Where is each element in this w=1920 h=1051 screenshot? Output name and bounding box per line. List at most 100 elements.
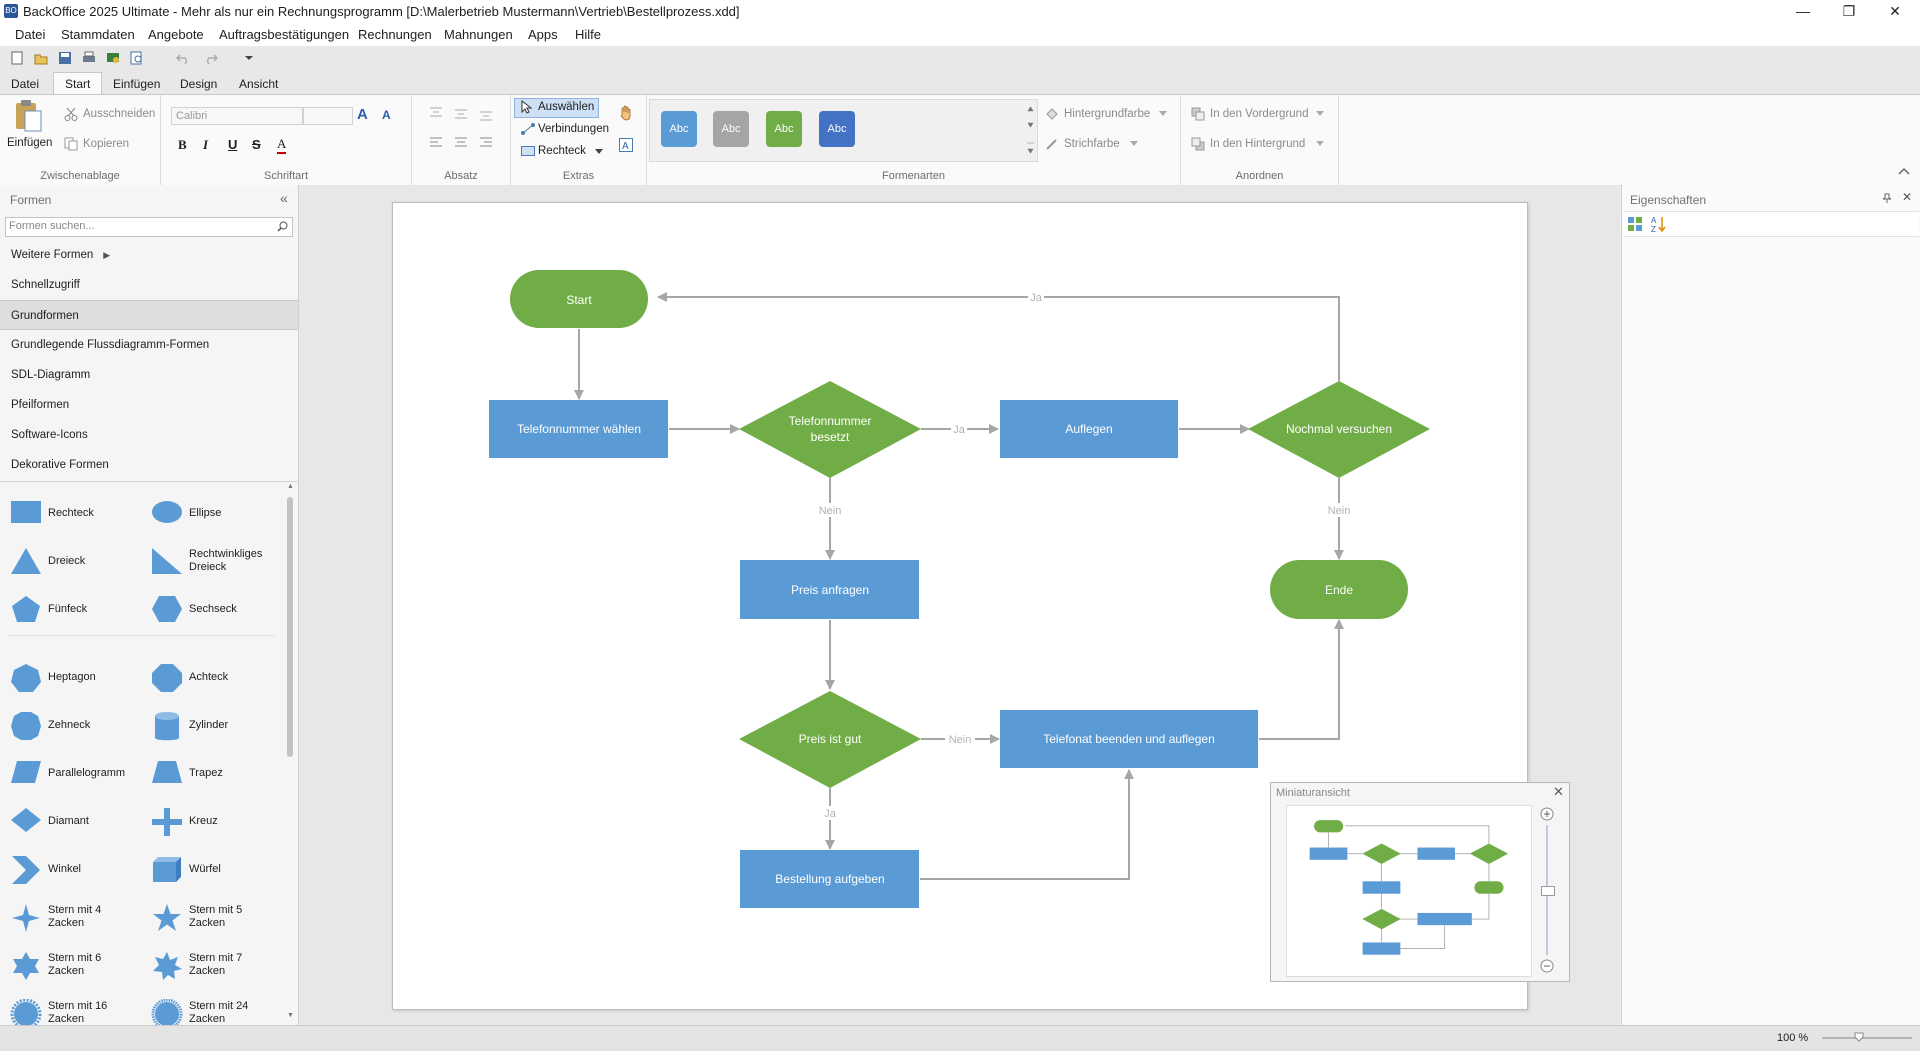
stroke-color-icon[interactable] bbox=[1045, 137, 1059, 151]
connector-retry-start[interactable] bbox=[657, 292, 1340, 381]
zoom-in-icon[interactable] bbox=[1540, 807, 1554, 821]
shape-zehneck[interactable]: Zehneck bbox=[0, 705, 140, 745]
rectangle-tool-icon[interactable] bbox=[521, 146, 535, 156]
back-dropdown-icon[interactable] bbox=[1316, 141, 1324, 147]
copy-button[interactable]: Kopieren bbox=[83, 138, 130, 150]
category-grundformen[interactable]: Grundformen bbox=[0, 300, 298, 330]
menu-apps[interactable]: Apps bbox=[528, 27, 558, 42]
stroke-dropdown-icon[interactable] bbox=[1130, 141, 1138, 147]
node-busy[interactable]: Telefonnummer besetzt bbox=[739, 381, 921, 478]
shape-diamant[interactable]: Diamant bbox=[0, 801, 140, 841]
menu-auftragsbestaetigungen[interactable]: Auftragsbestätigungen bbox=[219, 27, 350, 42]
rectangle-tool-button[interactable]: Rechteck bbox=[538, 145, 586, 157]
shape-stern-5[interactable]: Stern mit 5 Zacken bbox=[141, 897, 281, 937]
node-end[interactable]: Ende bbox=[1270, 560, 1408, 619]
pointer-icon[interactable] bbox=[521, 100, 533, 114]
category-dekorative-formen[interactable]: Dekorative Formen bbox=[11, 459, 109, 471]
undo-icon[interactable] bbox=[176, 51, 190, 65]
search-icon[interactable] bbox=[277, 221, 288, 232]
pin-icon[interactable] bbox=[1882, 193, 1892, 203]
menu-rechnungen[interactable]: Rechnungen bbox=[358, 27, 432, 42]
align-middle-icon[interactable] bbox=[455, 109, 467, 119]
cut-button[interactable]: Ausschneiden bbox=[83, 108, 156, 120]
customize-dropdown-icon[interactable] bbox=[242, 51, 256, 65]
bold-button[interactable]: B bbox=[178, 137, 187, 152]
sort-alphabetical-icon[interactable]: AZ bbox=[1651, 215, 1667, 233]
stroke-color-button[interactable]: Strichfarbe bbox=[1064, 138, 1120, 150]
italic-button[interactable]: I bbox=[203, 137, 209, 152]
fill-dropdown-icon[interactable] bbox=[1159, 111, 1167, 117]
category-sdl-diagramm[interactable]: SDL-Diagramm bbox=[11, 369, 91, 381]
node-endcall[interactable]: Telefonat beenden und auflegen bbox=[1000, 710, 1258, 768]
print-icon[interactable] bbox=[82, 51, 96, 65]
bring-to-front-button[interactable]: In den Vordergrund bbox=[1210, 108, 1309, 120]
align-bottom-icon[interactable] bbox=[480, 111, 492, 121]
node-hangup[interactable]: Auflegen bbox=[1000, 400, 1178, 458]
category-software-icons[interactable]: Software-Icons bbox=[11, 429, 88, 441]
node-retry[interactable]: Nochmal versuchen bbox=[1248, 381, 1430, 478]
grow-font-button[interactable]: A bbox=[357, 106, 368, 123]
zoom-slider-track[interactable] bbox=[1822, 1037, 1912, 1039]
send-to-back-button[interactable]: In den Hintergrund bbox=[1210, 138, 1306, 150]
category-pfeilformen[interactable]: Pfeilformen bbox=[11, 399, 70, 411]
shapes-scrollbar[interactable]: ▲ ▼ bbox=[285, 483, 295, 1019]
tab-design[interactable]: Design bbox=[180, 77, 218, 91]
style-swatch-darkblue[interactable]: Abc bbox=[819, 111, 855, 147]
paste-button[interactable]: Einfügen bbox=[7, 137, 53, 149]
align-center-icon[interactable] bbox=[455, 137, 467, 147]
close-window-button[interactable]: ✕ bbox=[1889, 3, 1901, 19]
scrollbar-thumb[interactable] bbox=[287, 497, 293, 757]
shape-stern-7[interactable]: Stern mit 7 Zacken bbox=[141, 945, 281, 985]
style-swatch-blue[interactable]: Abc bbox=[661, 111, 697, 147]
shape-rechtwinkliges-dreieck[interactable]: Rechtwinkliges Dreieck bbox=[141, 541, 281, 581]
node-good[interactable]: Preis ist gut bbox=[739, 691, 921, 788]
front-dropdown-icon[interactable] bbox=[1316, 111, 1324, 117]
diagram-page[interactable]: Ja Ja Nein Nein Nein Ja Start Telefonnum… bbox=[392, 202, 1528, 1010]
zoom-out-icon[interactable] bbox=[1540, 959, 1554, 973]
shape-sechseck[interactable]: Sechseck bbox=[141, 589, 281, 629]
connector-order-endcall[interactable] bbox=[920, 769, 1134, 880]
strikethrough-button[interactable]: S bbox=[252, 137, 261, 152]
open-folder-icon[interactable] bbox=[34, 51, 48, 65]
font-color-button[interactable]: A bbox=[277, 136, 287, 154]
pan-hand-icon[interactable] bbox=[619, 105, 633, 121]
zoom-slider-thumb[interactable] bbox=[1854, 1032, 1864, 1042]
shape-achteck[interactable]: Achteck bbox=[141, 657, 281, 697]
node-dial[interactable]: Telefonnummer wählen bbox=[489, 400, 668, 458]
restore-button[interactable]: ❐ bbox=[1842, 3, 1856, 19]
gallery-scroll-icon[interactable] bbox=[1025, 99, 1036, 160]
shape-parallelogramm[interactable]: Parallelogramm bbox=[0, 753, 140, 793]
new-document-icon[interactable] bbox=[10, 51, 24, 65]
tab-datei[interactable]: Datei bbox=[11, 77, 40, 91]
categorized-view-icon[interactable] bbox=[1627, 216, 1643, 232]
connections-tool-button[interactable]: Verbindungen bbox=[538, 123, 609, 135]
scroll-down-icon[interactable]: ▼ bbox=[287, 1012, 294, 1019]
shape-heptagon[interactable]: Heptagon bbox=[0, 657, 140, 697]
node-order[interactable]: Bestellung aufgeben bbox=[740, 850, 919, 908]
shape-zylinder[interactable]: Zylinder bbox=[141, 705, 281, 745]
print-preview-icon[interactable] bbox=[130, 51, 144, 65]
shape-fuenfeck[interactable]: Fünfeck bbox=[0, 589, 140, 629]
category-flussdiagramm[interactable]: Grundlegende Flussdiagramm-Formen bbox=[11, 339, 210, 351]
align-top-icon[interactable] bbox=[430, 107, 442, 117]
align-left-icon[interactable] bbox=[430, 137, 442, 147]
shape-stern-6[interactable]: Stern mit 6 Zacken bbox=[0, 945, 140, 985]
shape-wuerfel[interactable]: Würfel bbox=[141, 849, 281, 889]
shape-winkel[interactable]: Winkel bbox=[0, 849, 140, 889]
copy-icon[interactable] bbox=[64, 137, 78, 151]
collapse-ribbon-icon[interactable] bbox=[1898, 167, 1910, 175]
select-tool-button[interactable]: Auswählen bbox=[538, 101, 595, 113]
menu-angebote[interactable]: Angebote bbox=[148, 27, 204, 42]
minimap-viewport[interactable] bbox=[1286, 805, 1532, 977]
align-right-icon[interactable] bbox=[480, 137, 492, 147]
node-price[interactable]: Preis anfragen bbox=[740, 560, 919, 619]
shape-trapez[interactable]: Trapez bbox=[141, 753, 281, 793]
shape-search-input[interactable]: Formen suchen... bbox=[5, 217, 293, 237]
menu-datei[interactable]: Datei bbox=[15, 27, 46, 42]
category-schnellzugriff[interactable]: Schnellzugriff bbox=[11, 279, 80, 291]
font-family-select[interactable]: Calibri bbox=[171, 107, 303, 125]
fill-color-button[interactable]: Hintergrundfarbe bbox=[1064, 108, 1151, 120]
bring-to-front-icon[interactable] bbox=[1191, 107, 1205, 121]
shrink-font-button[interactable]: A bbox=[382, 108, 391, 122]
shape-rechteck[interactable]: Rechteck bbox=[0, 493, 140, 533]
